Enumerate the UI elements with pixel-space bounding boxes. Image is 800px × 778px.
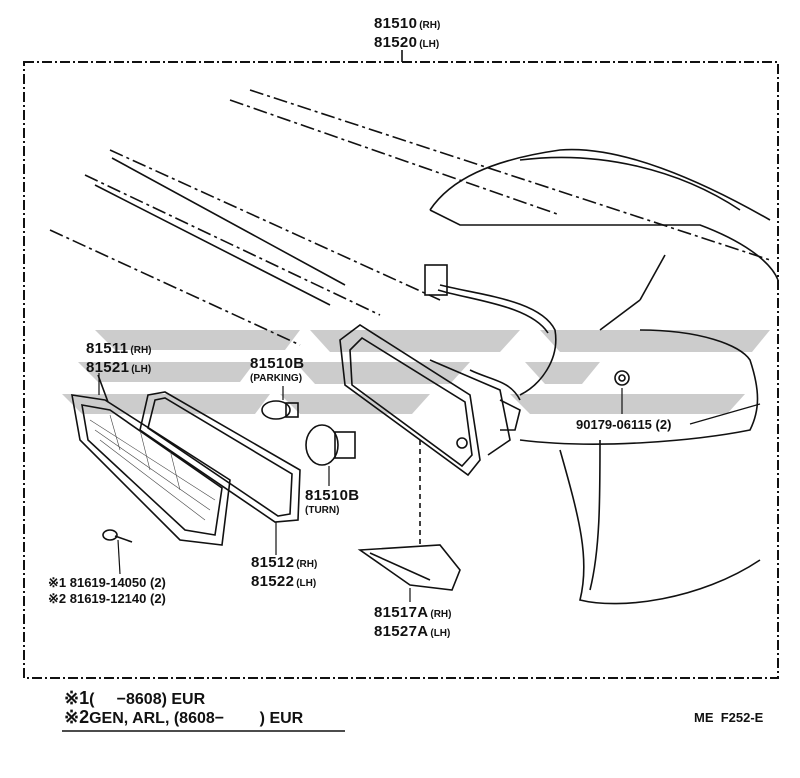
gasket-part-rh: 81512: [251, 554, 295, 571]
turn-bulb-note: (TURN): [305, 505, 340, 516]
nut: [614, 370, 630, 414]
screw-2-part: ※2 81619-12140: [48, 591, 147, 606]
body-lines: [49, 89, 771, 346]
footnote-2: ※2GEN, ARL, (8608− ) EUR: [64, 708, 303, 727]
gasket-label: 81512(RH) 81522(LH): [251, 555, 317, 593]
nut-part: 90179-06115: [576, 417, 652, 432]
assembly-part-lh: 81520: [374, 34, 418, 51]
nut-label: 90179-06115 (2): [576, 418, 671, 431]
reflector-rh-suffix: (RH): [430, 609, 452, 620]
screw: [102, 529, 133, 575]
footnote-1-mark: ※1: [64, 688, 90, 708]
screw-1-qty: (2): [150, 575, 166, 590]
reflector-lh-suffix: (LH): [430, 628, 451, 639]
reflector: [357, 440, 461, 602]
reflector-part-rh: 81517A: [374, 604, 429, 621]
lamp-housing: [339, 324, 521, 477]
lens-rh-suffix: (RH): [130, 345, 152, 356]
lens-part-rh: 81511: [86, 340, 129, 357]
parking-bulb-note: (PARKING): [250, 373, 303, 384]
turn-bulb-label: 81510B (TURN): [305, 488, 359, 516]
parking-bulb: [261, 386, 299, 420]
turn-bulb: [305, 424, 356, 486]
reflector-part-lh: 81527A: [374, 623, 429, 640]
body-edges: [94, 157, 346, 306]
footnote-2-text: GEN, ARL, (8608− ) EUR: [89, 710, 304, 727]
assembly-frame: [23, 61, 779, 679]
nut-leader-right: [689, 403, 761, 425]
gasket-rh-suffix: (RH): [296, 559, 318, 570]
assembly-part-rh: 81510: [374, 15, 418, 32]
assembly-rh-suffix: (RH): [419, 20, 441, 31]
assembly-lh-suffix: (LH): [419, 39, 440, 50]
nut-qty: (2): [655, 417, 672, 432]
lens-pattern: [89, 414, 216, 521]
lens-part-lh: 81521: [86, 359, 130, 376]
gasket-part-lh: 81522: [251, 573, 295, 590]
footnote-1: ※1( −8608) EUR: [64, 689, 205, 708]
watermark-logo: [62, 330, 770, 414]
footnote-2-mark: ※2: [64, 707, 90, 727]
assembly-label: 81510(RH) 81520(LH): [374, 16, 440, 54]
parking-bulb-label: 81510B (PARKING): [250, 356, 304, 384]
reflector-label: 81517A(RH) 81527A(LH): [374, 605, 451, 643]
bumper-outline: [429, 148, 779, 605]
parking-bulb-part: 81510B: [250, 355, 305, 372]
gasket: [139, 391, 301, 555]
wiring-harness: [424, 264, 557, 401]
screw-2-qty: (2): [150, 591, 166, 606]
screw-1-part: ※1 81619-14050: [48, 575, 147, 590]
footnote-1-text: ( −8608) EUR: [89, 691, 206, 708]
screw-label: ※1 81619-14050 (2) ※2 81619-12140 (2): [48, 576, 166, 608]
figure-code: ME F252-E: [694, 710, 764, 725]
gasket-lh-suffix: (LH): [296, 578, 317, 589]
lens-lh-suffix: (LH): [131, 364, 152, 375]
lens: [71, 374, 231, 546]
lens-label: 81511(RH) 81521(LH): [86, 341, 152, 379]
turn-bulb-part: 81510B: [305, 487, 360, 504]
